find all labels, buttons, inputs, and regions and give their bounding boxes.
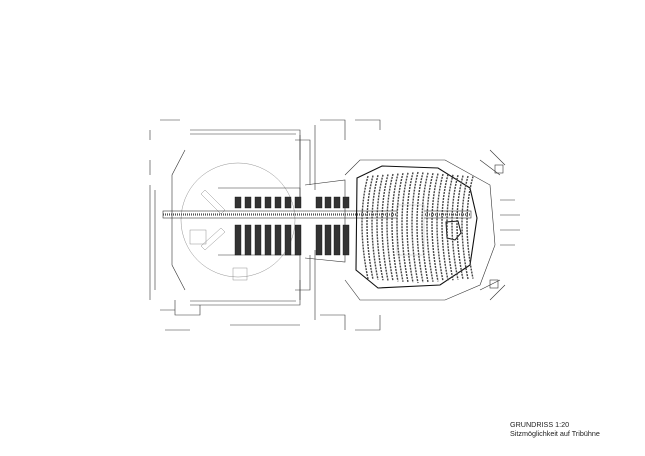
seat-row [431, 173, 439, 282]
seat-block [264, 196, 272, 209]
seat-row [366, 175, 374, 280]
seat-row [396, 173, 404, 282]
seat-row [451, 175, 459, 280]
seat-block [294, 196, 302, 209]
seat-row [371, 175, 379, 280]
seat-row [426, 173, 434, 282]
auditorium [344, 159, 496, 301]
central-walkway [162, 210, 472, 219]
seat-block [333, 224, 341, 256]
seat-block [333, 196, 341, 209]
seat-block [264, 224, 272, 256]
seat-row [421, 172, 429, 283]
seat-block [315, 196, 323, 209]
seat-row [391, 173, 399, 282]
seat-row [376, 174, 384, 281]
seat-block [234, 196, 242, 209]
seat-row [411, 171, 419, 284]
seat-row [456, 175, 464, 280]
seat-block [244, 224, 252, 256]
seat-block [244, 196, 252, 209]
seat-block [284, 196, 292, 209]
seat-row [386, 173, 394, 282]
seat-row [406, 172, 414, 283]
seat-row [416, 172, 424, 283]
seat-block [234, 224, 242, 256]
stage-seating-blocks [234, 196, 350, 256]
seat-block [274, 196, 282, 209]
stage-area [180, 162, 346, 281]
seat-row [466, 176, 474, 279]
seat-block [315, 224, 323, 256]
seat-row [441, 174, 449, 281]
seat-block [294, 224, 302, 256]
right-annex [479, 149, 520, 301]
seat-row [461, 175, 469, 280]
drawing-caption: GRUNDRISS 1:20 Sitzmöglichkeit auf Tribü… [510, 420, 600, 438]
caption-subtitle: Sitzmöglichkeit auf Tribühne [510, 429, 600, 438]
seat-row [436, 173, 444, 282]
seat-block [284, 224, 292, 256]
caption-title: GRUNDRISS 1:20 [510, 420, 570, 429]
seat-block [324, 196, 332, 209]
seat-block [342, 224, 350, 256]
seat-block [324, 224, 332, 256]
seat-row [401, 172, 409, 283]
seat-block [254, 224, 262, 256]
seat-row [361, 175, 369, 280]
seat-row [446, 174, 454, 281]
seat-block [254, 196, 262, 209]
outer-walls [149, 119, 381, 331]
seat-block [342, 196, 350, 209]
seat-row [381, 174, 389, 281]
seat-block [274, 224, 282, 256]
